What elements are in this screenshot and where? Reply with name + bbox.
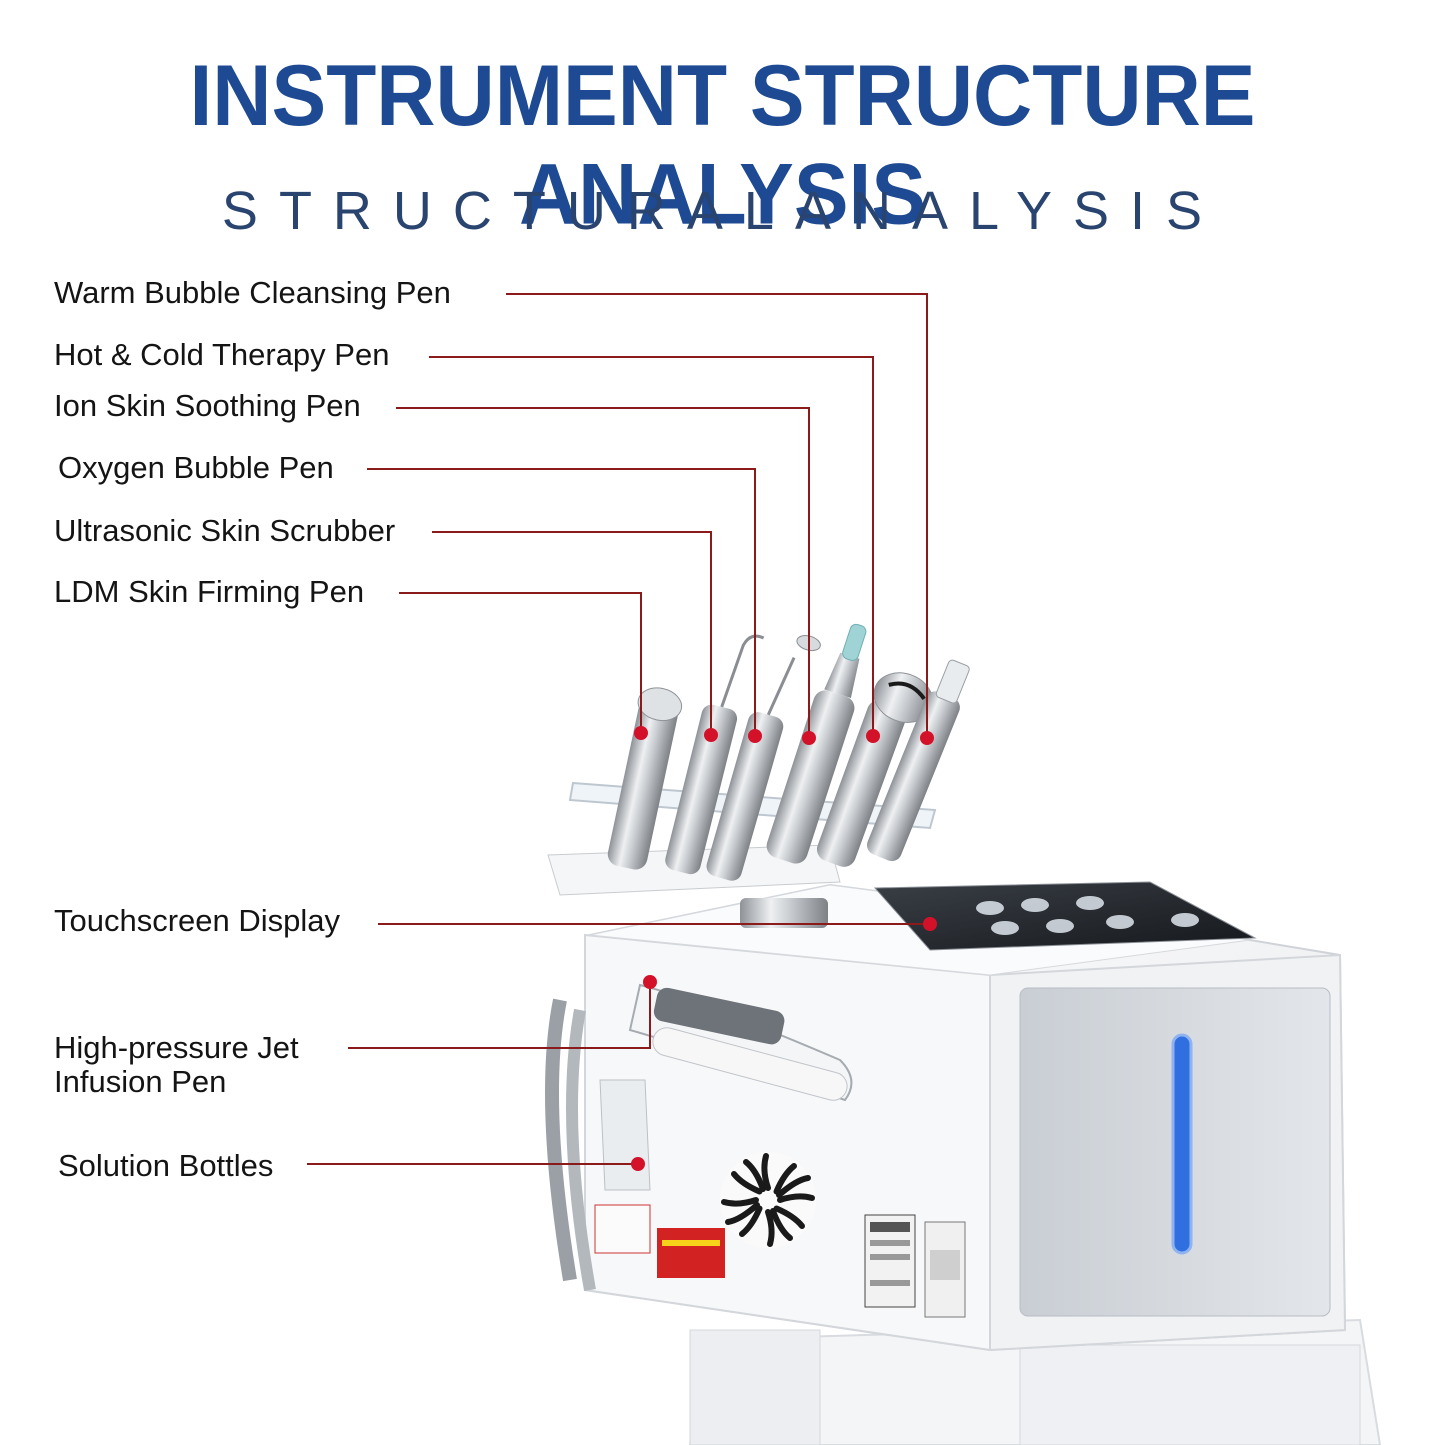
- marker-oxygen-bubble-pen: [748, 729, 762, 743]
- callout-markers: [631, 726, 937, 1171]
- label-ldm-skin-firming-pen: LDM Skin Firming Pen: [54, 574, 365, 609]
- label-ion-skin-soothing-pen: Ion Skin Soothing Pen: [54, 388, 361, 423]
- label-warm-bubble-cleansing-pen: Warm Bubble Cleansing Pen: [54, 275, 451, 310]
- marker-hot-cold-therapy-pen: [866, 729, 880, 743]
- rating-labels: [594, 1204, 966, 1318]
- label-oxygen-bubble-pen: Oxygen Bubble Pen: [58, 450, 334, 485]
- label-hot-cold-therapy-pen: Hot & Cold Therapy Pen: [54, 337, 390, 372]
- touchscreen: [873, 881, 1257, 951]
- pens: [607, 623, 970, 881]
- solution-bottle: [599, 1079, 651, 1191]
- label-high-pressure-jet-line2: Infusion Pen: [54, 1064, 227, 1099]
- marker-warm-bubble-cleansing-pen: [920, 731, 934, 745]
- marker-ion-skin-soothing-pen: [802, 731, 816, 745]
- accent-light-strip: [1171, 1033, 1193, 1255]
- marker-solution-bottles: [631, 1157, 645, 1171]
- marker-ultrasonic-skin-scrubber: [704, 728, 718, 742]
- page-title: INSTRUMENT STRUCTURE ANALYSIS: [189, 48, 1256, 243]
- leader-lines: [307, 293, 930, 1165]
- marker-touchscreen-display: [923, 917, 937, 931]
- label-high-pressure-jet-line1: High-pressure Jet: [54, 1030, 299, 1065]
- label-ultrasonic-skin-scrubber: Ultrasonic Skin Scrubber: [54, 513, 396, 548]
- label-touchscreen-display: Touchscreen Display: [54, 903, 341, 938]
- label-solution-bottles: Solution Bottles: [58, 1148, 274, 1183]
- page-subtitle: STRUCTURALANALYSIS: [221, 181, 1224, 241]
- marker-ldm-skin-firming-pen: [634, 726, 648, 740]
- marker-high-pressure-jet-infusion-pen: [643, 975, 657, 989]
- fan-vent: [720, 1152, 816, 1248]
